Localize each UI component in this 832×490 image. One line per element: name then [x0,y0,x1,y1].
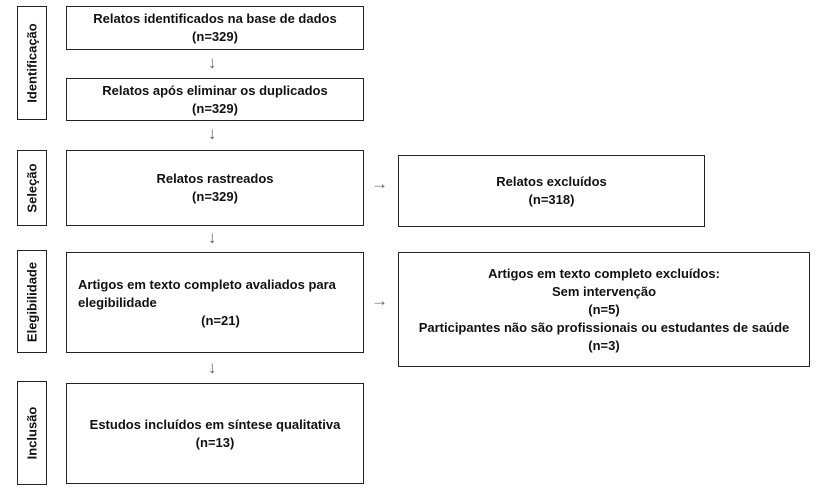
fulltext-excluded-reason1: Sem intervenção [551,283,657,299]
arrow-right-1: → [371,174,388,193]
stage-inclusion: Inclusão [17,381,47,485]
fulltext-assessed-count: (n=21) [201,312,240,328]
box-fulltext-excluded: Artigos em texto completo excluídos: Sem… [398,252,810,367]
fulltext-assessed-label-line1: Artigos em texto completo avaliados para [78,276,336,292]
stage-selection-label: Seleção [24,163,40,213]
after-duplicates-label: Relatos após eliminar os duplicados [102,82,328,98]
fulltext-excluded-reason1-count: (n=5) [588,301,620,317]
stage-identification-label: Identificação [24,23,40,103]
screened-count: (n=329) [192,189,238,204]
records-identified-label: Relatos identificados na base de dados [93,11,337,26]
arrow-down-1: ↓ [208,53,217,72]
fulltext-excluded-reason2-count: (n=3) [588,337,620,353]
stage-eligibility: Elegibilidade [17,250,47,353]
box-fulltext-assessed: Artigos em texto completo avaliados para… [66,252,364,353]
after-duplicates-count: (n=329) [192,100,238,116]
excluded-count: (n=318) [528,192,575,207]
arrow-right-2: → [371,291,388,310]
box-studies-included: Estudos incluídos em síntese qualitativa… [66,383,364,484]
fulltext-assessed-label-line2: elegibilidade [78,294,157,310]
stage-selection: Seleção [17,150,47,226]
stage-eligibility-label: Elegibilidade [24,261,40,342]
included-count: (n=13) [195,434,235,450]
fulltext-excluded-reason2: Participantes não são profissionais ou e… [418,319,790,335]
included-label: Estudos incluídos em síntese qualitativa [89,416,341,432]
stage-identification: Identificação [17,6,47,120]
box-records-screened: Relatos rastreados (n=329) [66,150,364,226]
screened-label: Relatos rastreados [156,171,274,186]
excluded-label: Relatos excluídos [496,174,607,189]
arrow-down-4: ↓ [208,358,217,377]
stage-inclusion-label: Inclusão [24,406,40,460]
arrow-down-3: ↓ [208,228,217,247]
records-identified-count: (n=329) [192,29,238,44]
arrow-down-2: ↓ [208,124,217,143]
box-records-identified: Relatos identificados na base de dados (… [66,6,364,50]
fulltext-excluded-title: Artigos em texto completo excluídos: [488,265,720,281]
box-records-after-duplicates: Relatos após eliminar os duplicados (n=3… [66,78,364,121]
box-records-excluded: Relatos excluídos (n=318) [398,155,705,227]
